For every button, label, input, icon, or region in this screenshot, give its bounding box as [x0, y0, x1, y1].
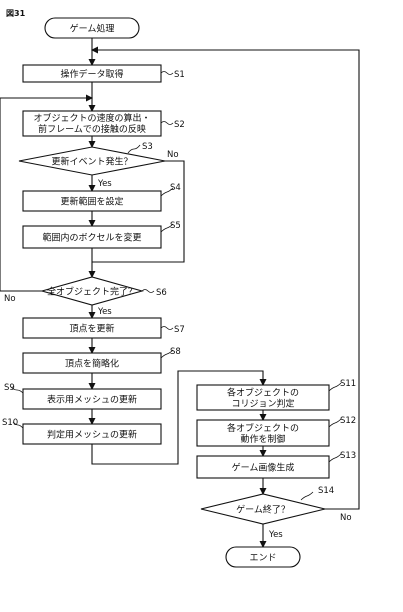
step-s2-label-line2: 前フレームでの接触の反映 — [38, 123, 146, 135]
edge-s14-no-loop — [91, 46, 360, 510]
callout-s11: S11 — [340, 379, 356, 389]
flow-connectors — [0, 38, 360, 548]
step-s5-box — [22, 225, 162, 249]
step-s6-label: 全オブジェクト完了？ — [47, 286, 137, 298]
step-s12-label-line2: 動作を制御 — [240, 433, 285, 445]
step-s1-box — [22, 64, 162, 83]
s6-yes-label: Yes — [97, 307, 112, 317]
callout-s1: S1 — [174, 70, 185, 80]
step-s12-box — [196, 419, 330, 447]
step-s2-label-line1: オブジェクトの速度の算出・ — [33, 112, 150, 124]
callout-s9: S9 — [4, 383, 15, 393]
step-s9-label: 表示用メッシュの更新 — [47, 394, 137, 406]
callout-s6: S6 — [156, 288, 167, 298]
step-s14-diamond — [200, 493, 326, 525]
callout-s11-leader — [328, 382, 342, 392]
callout-s3-leader — [127, 144, 141, 154]
callout-s13: S13 — [340, 451, 356, 461]
flow-nodes: ゲーム処理 操作データ取得 オブジェクトの速度の算出・ 前フレームでの接触の反映… — [18, 17, 330, 568]
step-s10-box — [22, 423, 162, 445]
callout-s7-leader — [160, 326, 174, 330]
callout-s2: S2 — [174, 120, 185, 130]
s14-yes-label: Yes — [268, 530, 283, 540]
callout-s14: S14 — [318, 486, 334, 496]
figure-label: 図31 — [6, 9, 26, 18]
callout-s4: S4 — [170, 183, 181, 193]
step-s1-label: 操作データ取得 — [60, 68, 123, 80]
callout-s10-leader — [12, 421, 24, 429]
edge-s10-s11 — [91, 370, 267, 465]
end-terminal — [225, 546, 301, 568]
callout-s12-leader — [328, 418, 342, 428]
step-s12-label-line1: 各オブジェクトの — [227, 422, 299, 434]
branch-labels: Yes No Yes No Yes No — [4, 150, 352, 540]
s3-no-label: No — [167, 150, 179, 160]
callout-s5: S5 — [170, 221, 181, 231]
step-s8-label: 頂点を簡略化 — [65, 358, 119, 370]
start-label: ゲーム処理 — [70, 23, 115, 35]
step-s3-diamond — [18, 146, 166, 176]
step-s4-label: 更新範囲を設定 — [60, 196, 123, 208]
callout-s6-leader — [141, 289, 155, 293]
step-s11-box — [196, 384, 330, 411]
callout-s10: S10 — [2, 418, 18, 428]
callout-s4-leader — [160, 187, 174, 197]
step-s14-label: ゲーム終了？ — [236, 504, 290, 516]
end-label: エンド — [249, 554, 276, 564]
step-s2-box — [22, 110, 162, 137]
s14-no-label: No — [340, 513, 352, 523]
edge-s6-no-loop — [0, 94, 93, 292]
callout-s5-leader — [160, 223, 174, 233]
start-terminal — [44, 17, 140, 39]
step-s7-label: 頂点を更新 — [69, 323, 114, 335]
step-s13-label: ゲーム画像生成 — [232, 462, 295, 474]
step-s11-label-line2: コリジョン判定 — [231, 398, 294, 410]
callout-s9-leader — [10, 386, 24, 394]
step-s13-box — [196, 455, 330, 479]
callout-s13-leader — [328, 453, 342, 463]
step-s8-box — [22, 352, 162, 374]
callout-s3: S3 — [142, 142, 153, 152]
step-s4-box — [22, 190, 162, 212]
s3-yes-label: Yes — [97, 179, 112, 189]
step-s3-label: 更新イベント発生？ — [51, 156, 132, 168]
s6-no-label: No — [4, 294, 16, 304]
callout-s7: S7 — [174, 325, 185, 335]
step-s5-label: 範囲内のボクセルを変更 — [42, 232, 141, 244]
callout-s2-leader — [160, 121, 174, 125]
edge-s3-no — [92, 160, 185, 263]
callout-s1-leader — [160, 71, 174, 75]
callout-s14-leader — [300, 491, 314, 501]
step-s11-label-line1: 各オブジェクトの — [227, 387, 299, 399]
callout-s8: S8 — [170, 347, 181, 357]
step-s9-box — [22, 388, 162, 410]
step-s10-label: 判定用メッシュの更新 — [47, 429, 137, 441]
step-callouts: S1 S2 S3 S4 S5 S6 S7 S8 S9 S10 S11 S12 S… — [2, 70, 356, 501]
callout-s12: S12 — [340, 416, 356, 426]
callout-s8-leader — [160, 349, 174, 359]
